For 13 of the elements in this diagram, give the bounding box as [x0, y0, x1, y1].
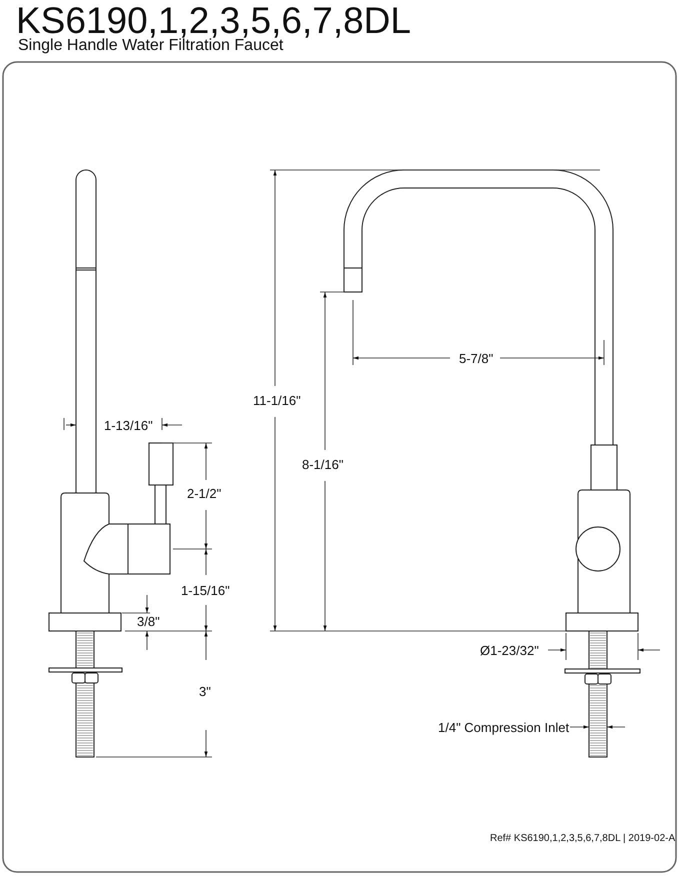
dimension-value: 5-7/8" — [458, 352, 494, 365]
subtitle: Single Handle Water Filtration Faucet — [18, 38, 284, 54]
dimension-value: 3" — [198, 685, 212, 698]
dimension-value: Ø1-23/32" — [479, 644, 540, 657]
dimension-value: 11-1/16" — [252, 394, 302, 407]
title: KS6190,1,2,3,5,6,7,8DL — [16, 2, 411, 39]
dimension-value: 8-1/16" — [301, 458, 344, 471]
reference-note: Ref# KS6190,1,2,3,5,6,7,8DL | 2019-02-A — [490, 834, 676, 844]
dimension-value: 2-1/2" — [186, 487, 222, 500]
dimension-value: 3/8" — [136, 615, 161, 628]
dimension-value: 1-15/16" — [180, 584, 231, 597]
callout-text: 1/4" Compression Inlet — [437, 721, 570, 734]
dimension-value: 1-13/16" — [103, 419, 154, 432]
